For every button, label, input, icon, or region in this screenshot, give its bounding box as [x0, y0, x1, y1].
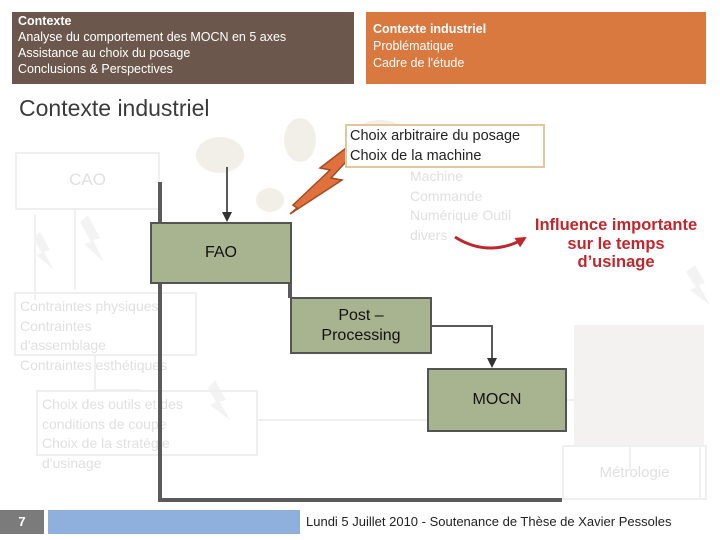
choix-box: Choix des outils et des conditions de co… — [36, 390, 258, 471]
machine-line-4: divers — [410, 226, 448, 243]
influence-line-3: d’usinage — [577, 253, 655, 271]
cao-box: CAO — [15, 152, 160, 210]
section-title: Contexte industriel — [19, 95, 210, 121]
choix-line-3: Choix de la stratégie — [42, 435, 170, 451]
machine-line-1: Machine — [410, 168, 463, 184]
callout-box: Choix arbitraire du posage Choix de la m… — [345, 124, 545, 168]
contraintes-line-2: Contraintes — [20, 317, 92, 334]
mocn-label: MOCN — [472, 391, 522, 408]
arrow-to-mocn — [430, 325, 497, 368]
contraintes-line-1: Contraintes physiques — [20, 298, 159, 314]
cao-label: CAO — [69, 170, 106, 189]
mocn-box: MOCN — [427, 368, 567, 432]
influence-text: Influence importante sur le temps d’usin… — [516, 216, 716, 272]
contraintes-line-3: d'assemblage — [20, 337, 106, 353]
nav-item-conclusions[interactable]: Conclusions & Perspectives — [18, 62, 173, 76]
fao-label: FAO — [204, 244, 237, 261]
nav-item-contexte[interactable]: Contexte — [18, 14, 72, 28]
metrologie-label: Métrologie — [599, 464, 670, 481]
machine-line-2: Commande — [410, 187, 483, 204]
contraintes-line-4: Contraintes esthétiques — [20, 356, 168, 373]
choix-line-1: Choix des outils et des — [42, 396, 183, 412]
machine-line-3: Numérique Outil — [410, 207, 512, 223]
choix-line-2: conditions de coupe — [42, 415, 167, 432]
header-nav-left: Contexte Analyse du comportement des MOC… — [12, 12, 354, 84]
nav-item-problematique[interactable]: Problématique — [373, 39, 454, 53]
nav-item-assistance[interactable]: Assistance au choix du posage — [18, 46, 191, 60]
nav-item-contexte-industriel[interactable]: Contexte industriel — [373, 22, 487, 36]
page-number: 7 — [0, 510, 44, 534]
callout-line-2: Choix de la machine — [350, 147, 482, 164]
footer-text: Lundi 5 Juillet 2010 - Soutenance de Thè… — [306, 514, 672, 529]
fao-box: FAO — [150, 222, 292, 284]
influence-line-2: sur le temps — [567, 234, 665, 253]
post-processing-box: Post – Processing — [290, 297, 432, 354]
post-processing-line-2: Processing — [321, 327, 401, 344]
metrologie-box: Métrologie — [562, 445, 707, 500]
nav-item-analyse[interactable]: Analyse du comportement des MOCN en 5 ax… — [18, 30, 287, 44]
footer-accent-bar — [48, 510, 300, 534]
header-nav-right: Contexte industriel Problématique Cadre … — [366, 12, 706, 84]
lightning-icon — [289, 144, 358, 215]
influence-line-1: Influence importante — [534, 216, 698, 234]
influence-arrow — [454, 235, 527, 250]
callout-line-1: Choix arbitraire du posage — [350, 128, 521, 144]
contraintes-box: Contraintes physiques Contraintes d'asse… — [14, 292, 197, 373]
flow-arrows — [222, 167, 497, 368]
post-processing-line-1: Post – — [338, 307, 384, 324]
nav-item-cadre[interactable]: Cadre de l'étude — [373, 56, 465, 70]
choix-line-4: d'usinage — [42, 454, 102, 471]
machine-text: Machine Commande Numérique Outil divers — [410, 167, 511, 245]
